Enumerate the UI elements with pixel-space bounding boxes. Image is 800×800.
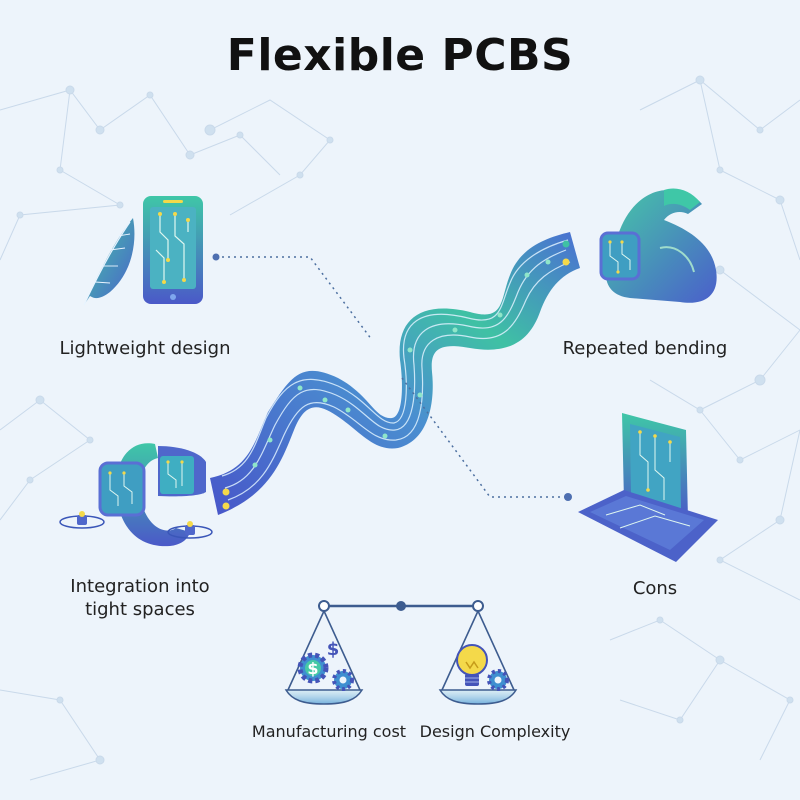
flex-pcb-ribbon — [210, 232, 580, 515]
smartphone-icon — [143, 196, 203, 304]
label-manufacturing-cost: Manufacturing cost — [251, 722, 407, 741]
feather-icon — [83, 218, 135, 306]
label-design-complexity: Design Complexity — [419, 722, 571, 741]
laptop-icon — [578, 413, 718, 562]
svg-text:$: $ — [327, 639, 340, 660]
connector-dot-laptop — [564, 493, 572, 501]
flexed-arm-icon — [599, 188, 717, 303]
page-title: Flexible PCBS — [226, 30, 574, 81]
label-repeated-bending: Repeated bending — [562, 338, 728, 359]
label-integration-line1: Integration into — [70, 576, 210, 597]
connector-dot-phone — [212, 253, 220, 261]
svg-text:$: $ — [307, 659, 318, 678]
dollar-gears-icon: $ $ — [297, 639, 354, 691]
lightbulb-gear-icon — [456, 644, 509, 691]
label-cons: Cons — [632, 578, 678, 599]
label-integration-line2: tight spaces — [85, 599, 195, 620]
balance-scale-icon — [284, 600, 518, 705]
dotted-connectors — [216, 256, 565, 498]
label-lightweight-design: Lightweight design — [59, 338, 231, 359]
smartwatch-icon — [59, 443, 213, 547]
